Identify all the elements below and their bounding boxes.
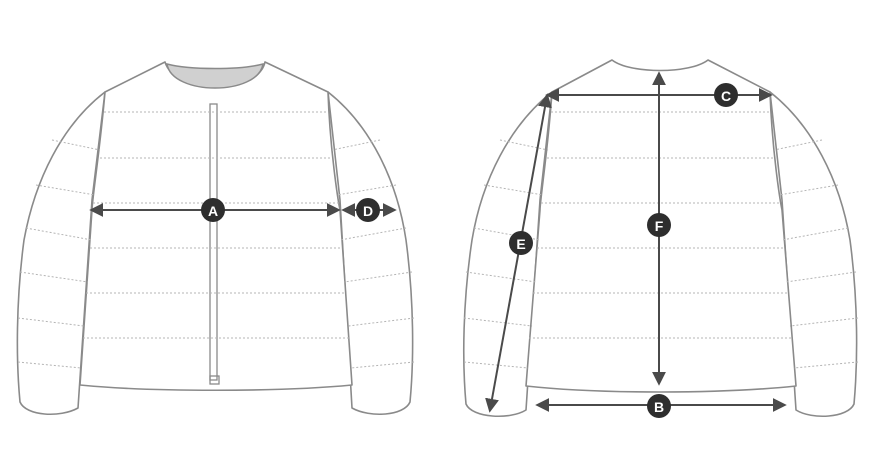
badge-f: F	[647, 213, 671, 237]
badge-e-label: E	[516, 236, 525, 252]
front-zipper	[209, 103, 218, 381]
badge-d: D	[356, 198, 380, 222]
badge-c-label: C	[721, 88, 731, 104]
badge-b-label: B	[654, 399, 664, 415]
badge-e: E	[509, 231, 533, 255]
badge-a-label: A	[208, 203, 218, 219]
front-view	[16, 61, 415, 416]
badge-b: B	[647, 394, 671, 418]
front-left-sleeve	[16, 91, 106, 416]
front-body	[79, 61, 353, 392]
badge-c: C	[714, 83, 738, 107]
badge-a: A	[201, 198, 225, 222]
front-collar-lining	[166, 62, 264, 89]
zipper-tab	[209, 375, 220, 385]
badge-d-label: D	[363, 203, 373, 219]
badge-f-label: F	[655, 218, 664, 234]
